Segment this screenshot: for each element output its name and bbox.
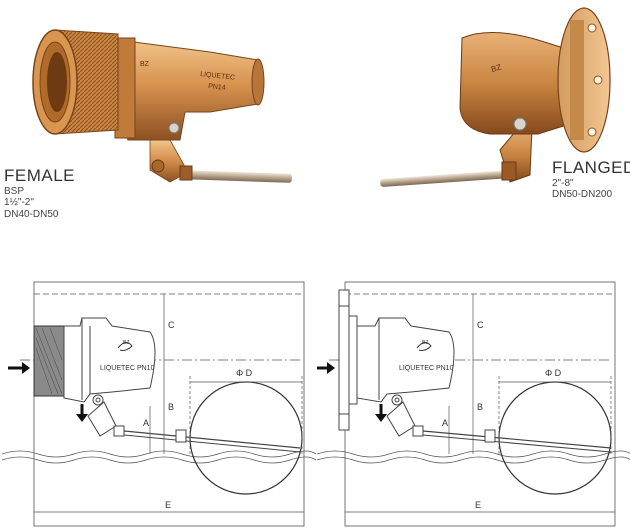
dim-c-label: C	[477, 320, 484, 330]
pipe-flange	[557, 7, 611, 153]
rod-outline	[123, 429, 301, 453]
caption-female-size-in: 1½"-2"	[4, 197, 34, 209]
female-nut-section	[33, 325, 65, 397]
technical-drawing-female: BZ LIQUETEC PN10 C B A Φ D E	[1, 281, 316, 527]
valve-body-outline	[356, 317, 455, 406]
valve-body	[459, 31, 571, 135]
drawing-logo-mark: BZ	[422, 340, 428, 346]
technical-drawing-flanged: BZ LIQUETEC PN10 C B A Φ D E	[316, 281, 630, 527]
lever-arm	[149, 139, 193, 183]
float-ball	[189, 381, 303, 495]
photo-female-valve: BZ LIQUETEC PN14	[32, 29, 292, 183]
caption-female-thread: BSP	[4, 185, 25, 197]
valve-body-outline	[63, 317, 156, 406]
valve-logo-icon	[416, 342, 432, 351]
lever-arm	[499, 125, 533, 183]
body-mark-pressure: PN14	[208, 83, 226, 92]
dim-a-label: A	[143, 418, 149, 428]
float-rod	[179, 170, 292, 183]
drawing-brand-label: LIQUETEC PN10	[399, 365, 454, 372]
dim-d-label: Φ D	[545, 368, 562, 378]
dim-b-label: B	[168, 402, 174, 412]
caption-female-size-dn: DN40-DN50	[4, 208, 59, 220]
rod-outline	[422, 429, 612, 453]
water-surface	[316, 450, 630, 458]
flow-down-arrow-icon	[76, 404, 88, 422]
female-threaded-nut	[32, 29, 119, 135]
valve-body	[114, 37, 265, 141]
flow-down-arrow-icon	[375, 404, 387, 422]
body-mark-logo: BZ	[140, 61, 150, 68]
float-rod	[380, 170, 511, 187]
lever-outline	[87, 401, 125, 437]
body-mark-brand: LIQUETEC	[200, 71, 236, 82]
caption-female: FEMALE BSP 1½"-2" DN40-DN50	[4, 166, 75, 220]
caption-female-title: FEMALE	[4, 166, 76, 185]
caption-flanged: FLANGED 2"-8" DN50-DN200	[552, 158, 630, 201]
drawing-logo-mark: BZ	[123, 340, 129, 346]
inlet-arrow-icon	[8, 362, 30, 374]
tank-outline	[33, 281, 305, 527]
body-mark-logo: BZ	[490, 63, 502, 74]
water-surface	[1, 450, 316, 458]
pipe-flange-outline	[338, 289, 358, 431]
dim-a-label: A	[442, 418, 448, 428]
dim-e-label: E	[165, 500, 171, 510]
dim-d-label: Φ D	[236, 368, 253, 378]
caption-flanged-size-in: 2"-8"	[552, 177, 574, 189]
dim-b-label: B	[477, 402, 483, 412]
dim-c-label: C	[168, 320, 175, 330]
photo-flanged-valve: BZ	[380, 7, 611, 187]
float-ball	[498, 381, 612, 495]
dim-e-label: E	[475, 500, 481, 510]
caption-flanged-size-dn: DN50-DN200	[552, 189, 613, 201]
caption-flanged-title: FLANGED	[552, 158, 630, 177]
drawing-brand-label: LIQUETEC PN10	[100, 365, 155, 372]
inlet-arrow-icon	[317, 362, 335, 374]
lever-outline	[386, 401, 424, 437]
valve-logo-icon	[117, 342, 133, 351]
